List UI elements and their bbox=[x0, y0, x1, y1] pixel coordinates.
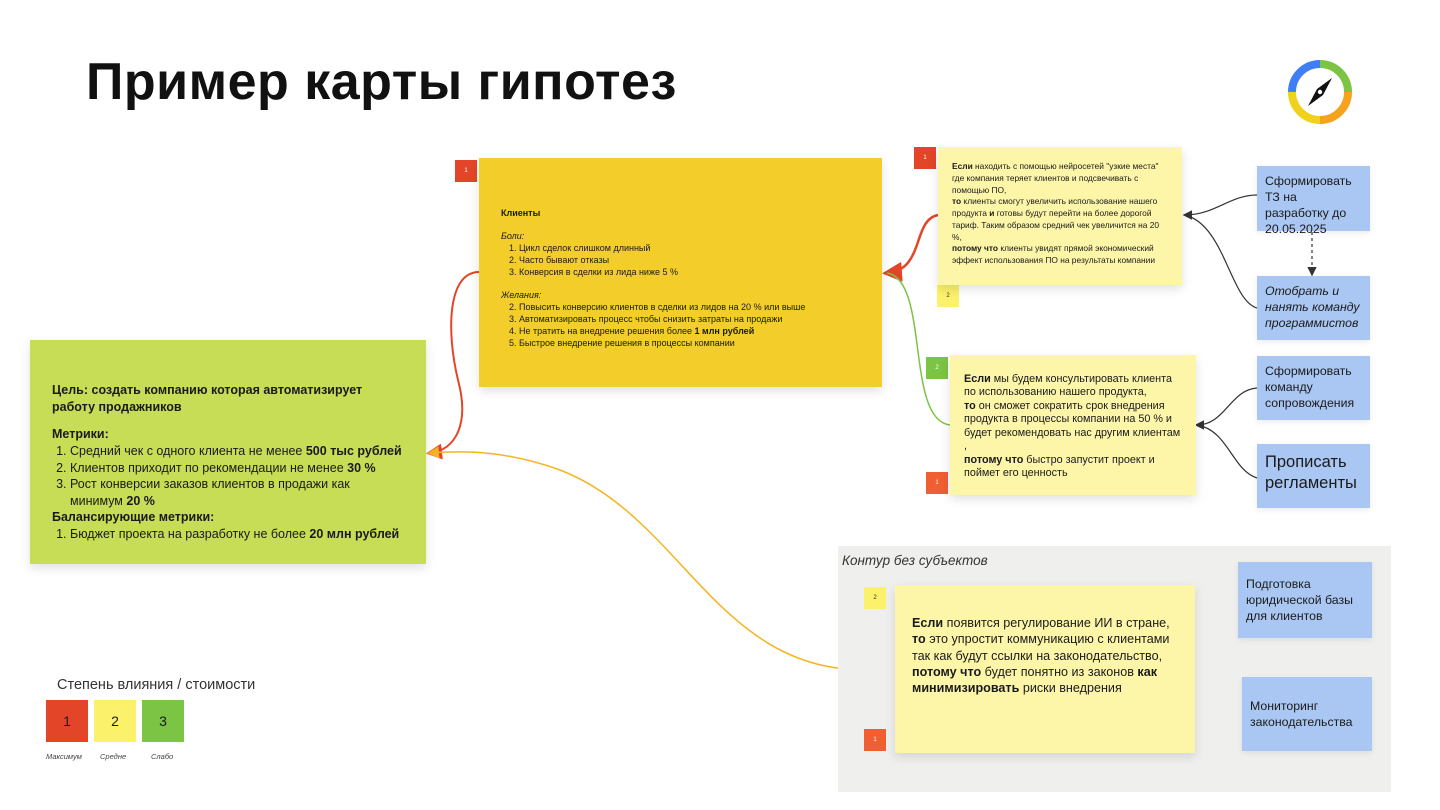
action-tz-card: Сформировать ТЗ на разработку до 20.05.2… bbox=[1257, 166, 1370, 236]
action-hire-card: Отобрать и нанять команду программистов bbox=[1257, 276, 1370, 340]
legend-title: Степень влияния / стоимости bbox=[57, 677, 256, 693]
hypothesis-text: будет понятно из законов bbox=[981, 665, 1138, 680]
hypothesis-keyword: то bbox=[952, 196, 962, 207]
metric-item: Средний чек с одного клиента не менее 50… bbox=[70, 443, 404, 460]
hypothesis-keyword: и bbox=[989, 208, 995, 219]
legend-caption-3: Слабо bbox=[151, 752, 174, 761]
hypothesis-keyword: потому что bbox=[964, 453, 1024, 466]
hypothesis-text: клиенты увидят прямой экономический эффе… bbox=[952, 243, 1156, 266]
hypothesis-keyword: Если bbox=[964, 373, 991, 385]
metrics-title: Метрики: bbox=[52, 427, 109, 442]
pains-title: Боли: bbox=[501, 230, 525, 241]
hypothesis-text: риски внедрения bbox=[1019, 681, 1122, 696]
legend-box-1: 1 bbox=[46, 700, 88, 742]
link-action2-to-hyp1 bbox=[1184, 214, 1258, 309]
link-action4-to-hyp2 bbox=[1196, 424, 1258, 479]
hypothesis-text: готовы будут перейти на более дорогой та… bbox=[952, 208, 1160, 242]
hyp3-cost-tag: 1 bbox=[864, 729, 886, 751]
hyp3-impact-tag: 2 bbox=[864, 587, 886, 609]
goal-card: Цель: создать компанию которая автоматиз… bbox=[30, 340, 426, 564]
hypothesis-keyword: то bbox=[912, 632, 926, 647]
hypothesis-text: появится регулирование ИИ в стране, bbox=[943, 616, 1170, 630]
balance-item: Бюджет проекта на разработку не более 20… bbox=[70, 526, 404, 543]
clients-card: Клиенты Боли: Цикл сделок слишком длинны… bbox=[479, 158, 882, 387]
hyp1-impact-tag: 1 bbox=[914, 147, 936, 169]
pain-item: Цикл сделок слишком длинный bbox=[519, 243, 860, 255]
link-clients-to-goal bbox=[426, 271, 480, 460]
page-title: Пример карты гипотез bbox=[86, 53, 677, 111]
hypothesis-text: клиенты смогут увеличить использование н… bbox=[952, 196, 1158, 219]
metrics-list: Средний чек с одного клиента не менее 50… bbox=[52, 443, 404, 510]
link-action1-to-hyp1 bbox=[1182, 194, 1258, 220]
hypothesis-1-card: Если находить с помощью нейросетей "узки… bbox=[938, 147, 1182, 285]
legend-box-3: 3 bbox=[142, 700, 184, 742]
clients-title: Клиенты bbox=[501, 208, 541, 218]
wishes-list: Повысить конверсию клиентов в сделки из … bbox=[501, 302, 860, 350]
hypothesis-text: находить с помощью нейросетей "узкие мес… bbox=[952, 161, 1159, 195]
wish-item: Автоматизировать процесс чтобы снизить з… bbox=[519, 314, 860, 326]
wishes-title: Желания: bbox=[501, 289, 542, 300]
pains-list: Цикл сделок слишком длинныйЧасто бывают … bbox=[501, 243, 860, 279]
clients-impact-tag: 1 bbox=[455, 160, 477, 182]
link-hyp3-to-goal bbox=[427, 446, 896, 671]
hyp2-impact-tag: 2 bbox=[926, 357, 948, 379]
hypothesis-keyword: то bbox=[964, 399, 976, 412]
metric-item: Клиентов приходит по рекомендации не мен… bbox=[70, 460, 404, 477]
hyp1-cost-tag: 2 bbox=[937, 285, 959, 307]
metric-item: Рост конверсии заказов клиентов в продаж… bbox=[70, 476, 404, 509]
hypothesis-keyword: потому что bbox=[952, 243, 998, 254]
link-action3-to-hyp2 bbox=[1194, 387, 1258, 430]
link-hyp1-to-clients bbox=[882, 213, 939, 282]
wish-item: Не тратить на внедрение решения более 1 … bbox=[519, 326, 860, 338]
balance-title: Балансирующие метрики: bbox=[52, 510, 215, 525]
action-monitoring-card: Мониторинг законодательства bbox=[1242, 677, 1372, 751]
hypothesis-keyword: потому что bbox=[912, 665, 982, 680]
hyp2-cost-tag: 1 bbox=[926, 472, 948, 494]
action-support-team-card: Сформировать команду сопровождения bbox=[1257, 356, 1370, 420]
legend-box-2: 2 bbox=[94, 700, 136, 742]
pain-item: Конверсия в сделки из лида ниже 5 % bbox=[519, 267, 860, 279]
compass-logo-icon bbox=[1288, 60, 1352, 124]
hypothesis-keyword: Если bbox=[912, 616, 944, 630]
legend-caption-1: Максимум bbox=[46, 752, 82, 761]
hypothesis-2-card: Если мы будем консультировать клиента по… bbox=[950, 355, 1196, 495]
pain-item: Часто бывают отказы bbox=[519, 255, 860, 267]
hypothesis-text: он сможет сократить срок внедрения проду… bbox=[964, 399, 1181, 453]
hypothesis-text: это упростит коммуникацию с клиентами та… bbox=[912, 632, 1170, 663]
wish-item: Повысить конверсию клиентов в сделки из … bbox=[519, 302, 860, 314]
legend-caption-2: Средне bbox=[100, 752, 127, 761]
action-regulations-card: Прописать регламенты bbox=[1257, 444, 1370, 508]
hypothesis-keyword: как минимизировать bbox=[912, 665, 1158, 696]
wish-item: Быстрое внедрение решения в процессы ком… bbox=[519, 338, 860, 350]
action-legal-base-card: Подготовка юридической базы для клиентов bbox=[1238, 562, 1372, 638]
hypothesis-text: быстро запустит проект и поймет его ценн… bbox=[964, 453, 1155, 480]
hypothesis-keyword: Если bbox=[952, 161, 973, 171]
contour-title: Контур без субъектов bbox=[842, 553, 988, 568]
hypothesis-text: мы будем консультировать клиента по испо… bbox=[964, 373, 1172, 399]
hypothesis-3-card: Если появится регулирование ИИ в стране,… bbox=[895, 585, 1195, 753]
goal-text: Цель: создать компанию которая автоматиз… bbox=[52, 383, 363, 414]
balance-list: Бюджет проекта на разработку не более 20… bbox=[52, 526, 404, 543]
